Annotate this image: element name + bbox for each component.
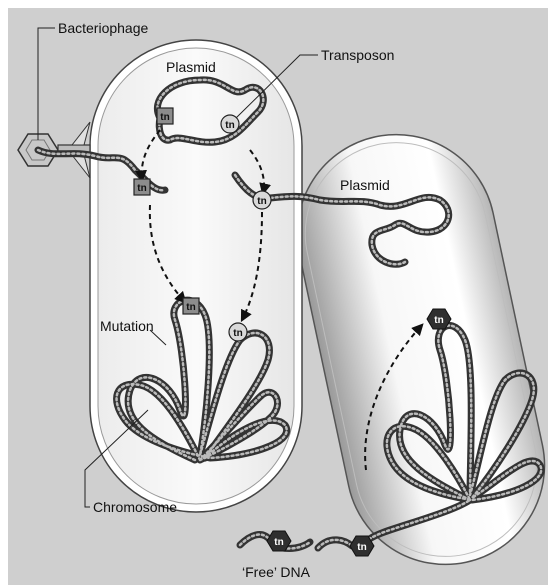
tn-marker-plasmid-box: tn: [157, 108, 173, 124]
bacteriophage-label: Bacteriophage: [58, 20, 149, 36]
free-dna-label: ‘Free’ DNA: [242, 564, 311, 580]
svg-text:tn: tn: [186, 302, 195, 313]
tn-marker-conjugation-circle: tn: [253, 191, 271, 209]
left-bacterial-cell: [90, 40, 302, 512]
svg-text:tn: tn: [357, 542, 366, 553]
svg-text:tn: tn: [434, 315, 443, 326]
transposon-label: Transposon: [321, 47, 394, 63]
svg-text:tn: tn: [257, 196, 266, 207]
svg-text:tn: tn: [225, 120, 234, 131]
svg-text:tn: tn: [137, 183, 146, 194]
plasmid-top-label: Plasmid: [166, 59, 216, 75]
tn-marker-chromosome-circle: tn: [229, 323, 247, 341]
svg-text:tn: tn: [160, 112, 169, 123]
mutation-label: Mutation: [100, 318, 154, 334]
tn-marker-phage-box: tn: [134, 179, 150, 195]
tn-marker-chromosome-box: tn: [183, 298, 199, 314]
svg-text:tn: tn: [233, 328, 242, 339]
plasmid-right-label: Plasmid: [340, 177, 390, 193]
chromosome-label: Chromosome: [93, 499, 177, 515]
svg-text:tn: tn: [274, 537, 283, 548]
